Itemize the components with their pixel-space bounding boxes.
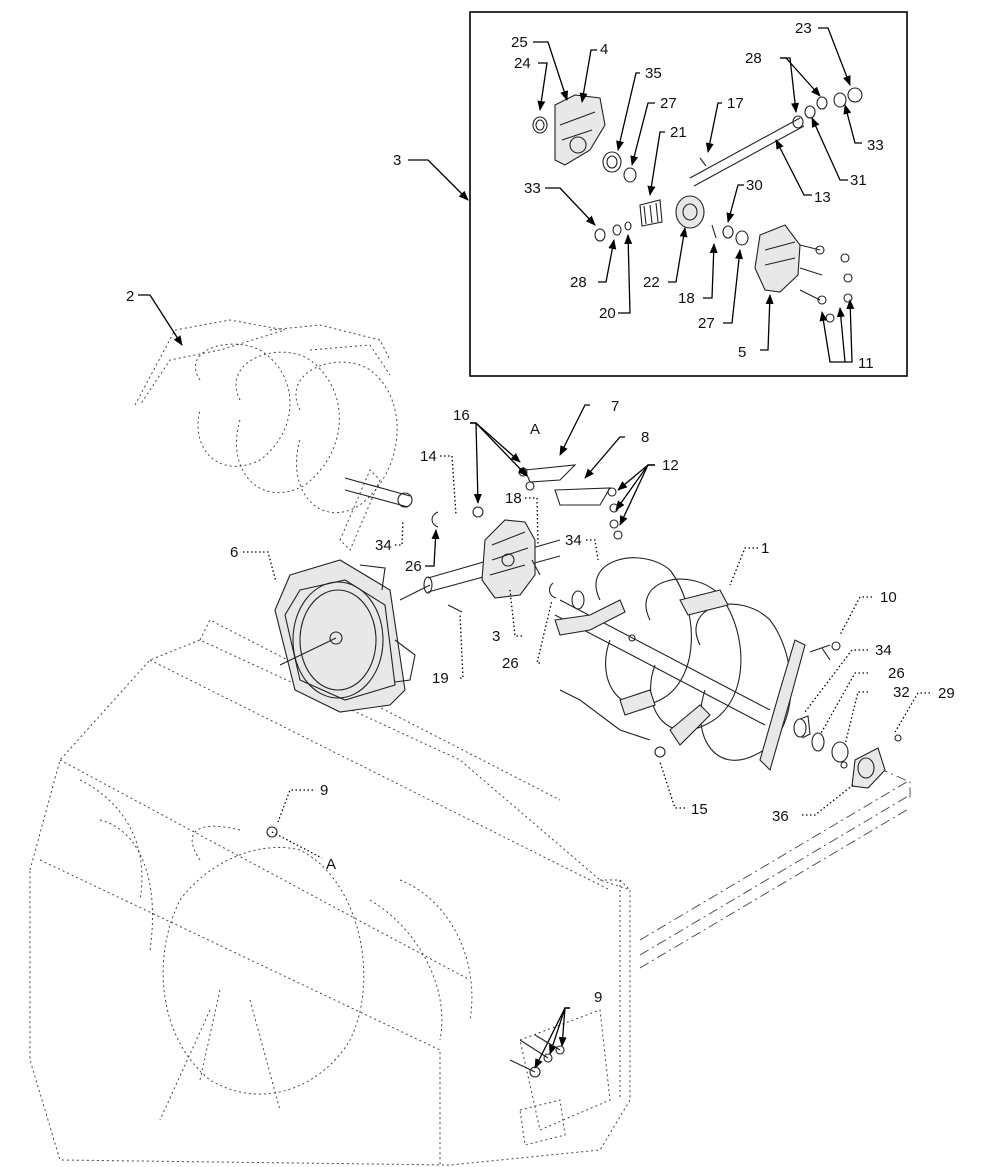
callout-33-right: 33 xyxy=(867,137,884,154)
callout-16: 16 xyxy=(453,407,470,424)
right-auger xyxy=(554,557,806,772)
callout-31: 31 xyxy=(850,172,867,189)
callout-28-right: 28 xyxy=(745,50,762,67)
callout-35: 35 xyxy=(645,65,662,82)
callout-11: 11 xyxy=(858,355,874,372)
reference-a-upper: A xyxy=(530,421,540,438)
callout-labels: 1 2 3 3 4 5 6 7 8 9 9 10 11 12 13 14 15 … xyxy=(126,20,955,1006)
callout-22: 22 xyxy=(643,274,660,291)
callout-9-upper: 9 xyxy=(320,782,328,799)
callout-20: 20 xyxy=(599,305,616,322)
callout-13: 13 xyxy=(814,189,831,206)
callout-26-center: 26 xyxy=(502,655,519,672)
callout-33-left: 33 xyxy=(524,180,541,197)
callout-21: 21 xyxy=(670,124,687,141)
callout-28-left: 28 xyxy=(570,274,587,291)
callout-4: 4 xyxy=(600,41,608,58)
callout-26-left: 26 xyxy=(405,558,422,575)
callout-25: 25 xyxy=(511,34,528,51)
callout-27-lower: 27 xyxy=(698,315,715,332)
callout-17: 17 xyxy=(727,95,744,112)
callout-18-inset: 18 xyxy=(678,290,695,307)
reference-a-lower: A xyxy=(326,856,336,873)
gearbox-assembly xyxy=(423,464,623,613)
callout-7: 7 xyxy=(611,398,619,415)
callout-8: 8 xyxy=(641,429,649,446)
left-auger xyxy=(134,319,413,551)
callout-5: 5 xyxy=(738,344,746,361)
impeller xyxy=(274,559,431,713)
callout-19: 19 xyxy=(432,670,449,687)
callout-27-upper: 27 xyxy=(660,95,677,112)
callout-10: 10 xyxy=(880,589,897,606)
callout-12: 12 xyxy=(662,457,679,474)
right-bearing-parts xyxy=(793,641,902,789)
chute-guide-lines xyxy=(639,759,911,969)
callout-6: 6 xyxy=(230,544,238,561)
callout-14: 14 xyxy=(420,448,437,465)
leader-lines xyxy=(138,27,930,1069)
callout-9-lower: 9 xyxy=(594,989,602,1006)
callout-34-left: 34 xyxy=(375,537,392,554)
auger-housing-outline xyxy=(29,619,631,1166)
callout-36: 36 xyxy=(772,808,789,825)
callout-23: 23 xyxy=(795,20,812,37)
callout-2: 2 xyxy=(126,288,134,305)
hardware-markers xyxy=(266,826,565,1078)
callout-15: 15 xyxy=(691,801,708,818)
callout-3-inset: 3 xyxy=(393,152,401,169)
callout-3-gearbox: 3 xyxy=(492,628,500,645)
callout-32: 32 xyxy=(893,684,910,701)
callout-29: 29 xyxy=(938,685,955,702)
callout-24: 24 xyxy=(514,55,531,72)
callout-30: 30 xyxy=(746,177,763,194)
callout-1: 1 xyxy=(761,540,769,557)
callout-34-right: 34 xyxy=(875,642,892,659)
gearbox-inset xyxy=(469,11,908,377)
callout-34-center: 34 xyxy=(565,532,582,549)
callout-18-main: 18 xyxy=(505,490,522,507)
callout-26-right: 26 xyxy=(888,665,905,682)
